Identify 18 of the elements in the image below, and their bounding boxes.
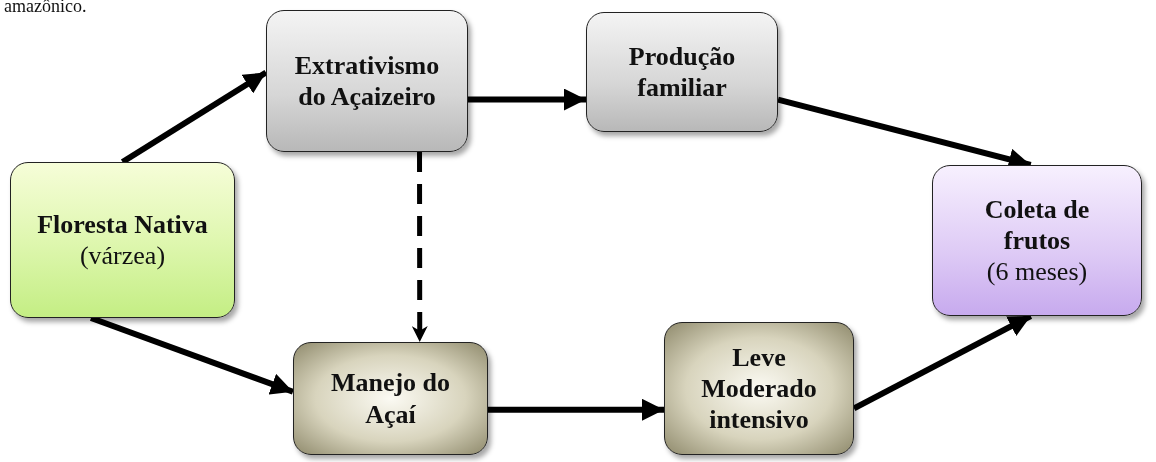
box-subtitle: (várzea) — [79, 240, 166, 272]
box-title: Extrativismo do Açaizeiro — [293, 49, 441, 113]
box-subtitle: (6 meses) — [986, 256, 1088, 288]
dashed-arrow — [411, 152, 428, 342]
caption-fragment: amazônico. — [4, 0, 87, 17]
box-title: Manejo do Açaí — [329, 367, 452, 430]
arrow — [468, 88, 586, 111]
box-title: Leve Moderado intensivo — [700, 341, 818, 436]
process-box — [10, 162, 235, 318]
process-box — [664, 322, 854, 455]
process-box — [586, 12, 778, 132]
box-title: Produção familiar — [627, 40, 737, 104]
box-title: Floresta Nativa — [37, 208, 208, 240]
process-box — [266, 10, 468, 152]
arrow — [488, 398, 664, 421]
process-box — [293, 342, 488, 455]
box-title: Coleta de frutos — [983, 193, 1091, 257]
process-box — [932, 165, 1142, 316]
